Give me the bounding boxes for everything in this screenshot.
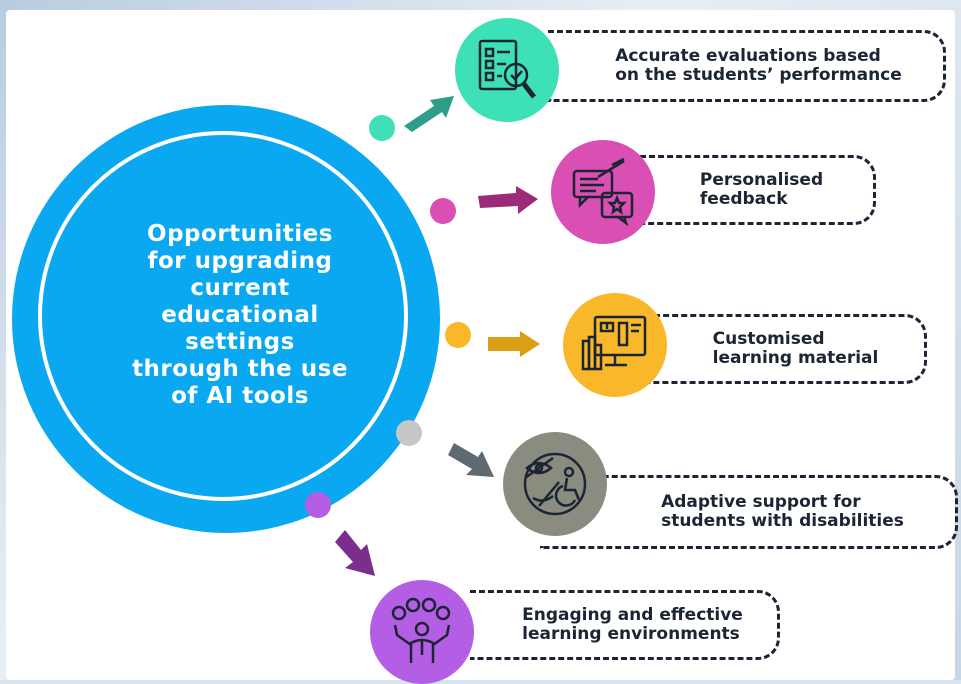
item-text: Adaptive support for [661, 492, 861, 512]
checklist-magnifier-icon [478, 39, 536, 99]
central-title-line: Opportunities [147, 220, 333, 247]
item-icon-circle [370, 580, 474, 684]
central-title-line: settings [185, 328, 295, 355]
arrow-icon [404, 96, 454, 132]
item-text: on the students’ performance [615, 65, 902, 85]
central-title-line: of AI tools [171, 382, 309, 409]
item-callout-accurate-evaluations: Accurate evaluations based on the studen… [548, 30, 946, 102]
connector-dot [305, 492, 331, 518]
item-icon-circle [563, 293, 667, 397]
person-juggling-icon [391, 597, 451, 663]
accessibility-icon [523, 452, 587, 516]
item-text: students with disabilities [661, 511, 904, 531]
central-title-line: educational [161, 301, 319, 328]
central-title-line: current [190, 274, 290, 301]
arrow-icon [478, 186, 538, 214]
chat-feedback-star-icon [572, 157, 634, 227]
item-callout-customised-material: Customised learning material [645, 314, 927, 384]
item-callout-adaptive-support: Adaptive support for students with disab… [540, 475, 958, 549]
connector-dot [396, 420, 422, 446]
item-icon-circle [551, 140, 655, 244]
item-text: Engaging and effective [522, 605, 743, 625]
item-text: Accurate evaluations based [615, 46, 881, 66]
central-title-line: through the use [132, 355, 348, 382]
central-title: Opportunities for upgrading current educ… [90, 190, 390, 440]
connector-dot [369, 115, 395, 141]
arrow-icon [488, 331, 540, 357]
item-text: learning environments [522, 624, 740, 644]
central-title-line: for upgrading [147, 247, 333, 274]
item-callout-engaging-environments: Engaging and effective learning environm… [470, 590, 780, 660]
item-text: Personalised [699, 170, 824, 190]
computer-books-icon [581, 315, 647, 371]
item-text: Customised [712, 329, 825, 349]
connector-dot [445, 322, 471, 348]
connector-dot [430, 198, 456, 224]
item-callout-personalised-feedback: Personalised feedback [640, 155, 876, 225]
arrow-icon [448, 443, 494, 477]
item-text: learning material [712, 348, 879, 368]
central-ring [38, 131, 408, 501]
arrow-icon [335, 530, 375, 576]
item-text: feedback [699, 189, 788, 209]
item-icon-circle [503, 432, 607, 536]
item-icon-circle [455, 18, 559, 122]
